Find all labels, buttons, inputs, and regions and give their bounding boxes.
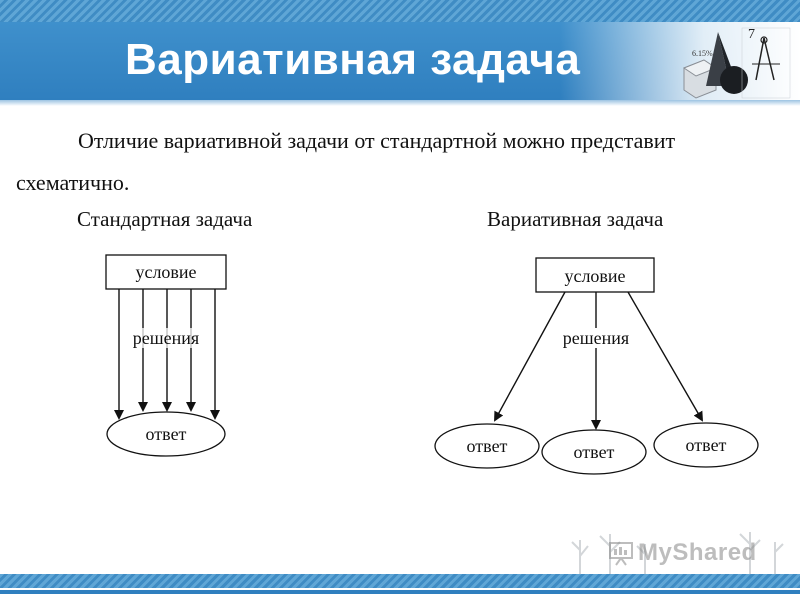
variative-diagram: условие решения ответ ответ ответ bbox=[435, 258, 758, 474]
standard-diagram: условие решения ответ bbox=[106, 255, 226, 456]
variative-arrow-right bbox=[628, 292, 702, 420]
standard-solutions-label: решения bbox=[133, 328, 199, 348]
variative-condition-label: условие bbox=[564, 266, 625, 286]
footer-line bbox=[0, 590, 800, 594]
variative-solutions-label: решения bbox=[563, 328, 629, 348]
standard-arrows bbox=[119, 289, 215, 418]
variative-answer-label-1: ответ bbox=[467, 436, 508, 456]
footer-decor-strip bbox=[0, 574, 800, 588]
myshared-watermark: MyShared bbox=[608, 536, 757, 570]
presentation-board-icon bbox=[608, 540, 634, 566]
variative-answer-label-2: ответ bbox=[574, 442, 615, 462]
standard-answer-label: ответ bbox=[146, 424, 187, 444]
variative-arrow-left bbox=[495, 292, 565, 420]
standard-condition-label: условие bbox=[135, 262, 196, 282]
watermark-text: MyShared bbox=[638, 539, 757, 567]
variative-answer-label-3: ответ bbox=[686, 435, 727, 455]
